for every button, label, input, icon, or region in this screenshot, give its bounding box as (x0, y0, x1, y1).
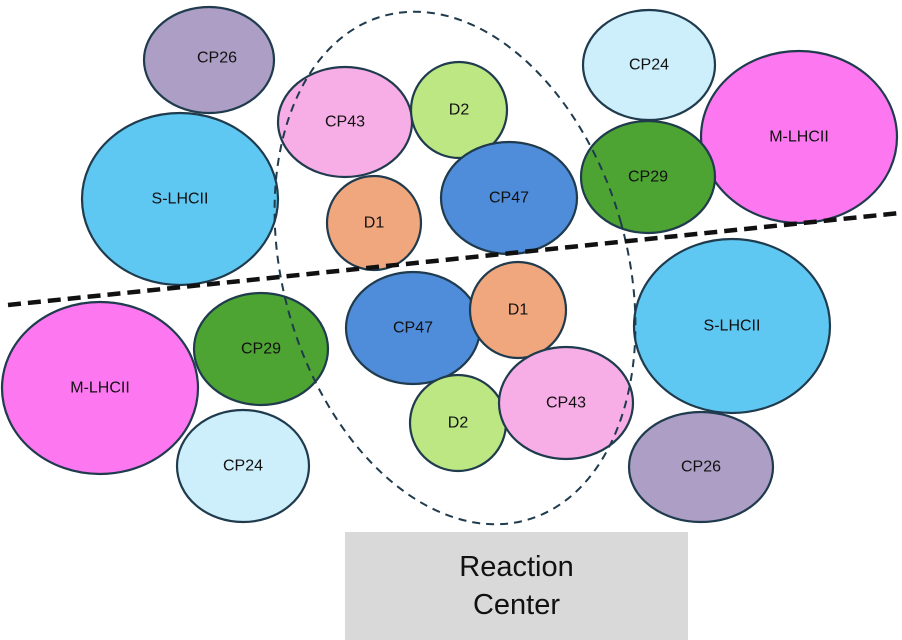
slhcii-top-shape (80, 111, 280, 287)
d2-top-shape (409, 60, 509, 160)
slhcii-top-label: S-LHCII (152, 191, 209, 208)
cp29-bottom-label: CP29 (241, 341, 281, 358)
dimer-axis-line (7, 210, 901, 308)
subunit-mlhcii-bottom: M-LHCII (0, 300, 200, 476)
mlhcii-top-shape (699, 49, 899, 225)
cp47-bottom-label: CP47 (393, 320, 433, 337)
slhcii-bottom-label: S-LHCII (704, 318, 761, 335)
cp43-bottom-shape (497, 345, 635, 461)
caption-line-2: Center (472, 589, 561, 621)
subunit-cp47-bottom: CP47 (344, 270, 482, 386)
cp24-top-label: CP24 (629, 57, 669, 74)
subunit-cp26-top: CP26 (142, 5, 276, 115)
subunit-cp43-top: CP43 (276, 65, 414, 179)
subunit-cp29-top: CP29 (579, 119, 717, 235)
cp26-bottom-shape (627, 410, 775, 524)
d1-bottom-shape (468, 260, 568, 360)
mlhcii-bottom-shape (0, 300, 200, 476)
subunit-d2-top: D2 (409, 60, 509, 160)
cp26-top-shape (142, 5, 276, 115)
cp47-top-label: CP47 (489, 190, 529, 207)
cp29-top-label: CP29 (628, 169, 668, 186)
cp43-top-label: CP43 (325, 114, 365, 131)
slhcii-bottom-shape (632, 237, 832, 415)
caption-line-1: Reaction (459, 551, 574, 583)
subunit-d1-top: D1 (325, 174, 423, 272)
cp26-top-label: CP26 (197, 50, 237, 67)
subunit-d1-bottom: D1 (468, 260, 568, 360)
mlhcii-top-label: M-LHCII (769, 129, 829, 146)
d2-top-label: D2 (449, 102, 470, 119)
cp43-bottom-label: CP43 (546, 395, 586, 412)
subunit-mlhcii-top: M-LHCII (699, 49, 899, 225)
subunit-cp43-bottom: CP43 (497, 345, 635, 461)
cp24-bottom-label: CP24 (223, 458, 263, 475)
subunit-cp29-bottom: CP29 (192, 291, 330, 407)
cp24-bottom-shape (175, 408, 311, 524)
cp29-bottom-shape (192, 291, 330, 407)
subunit-slhcii-top: S-LHCII (80, 111, 280, 287)
reaction-center-outline (273, 10, 637, 526)
cp26-bottom-label: CP26 (681, 459, 721, 476)
d1-bottom-label: D1 (508, 302, 529, 319)
subunit-cp24-top: CP24 (581, 8, 717, 122)
subunit-cp47-top: CP47 (439, 140, 579, 256)
d2-bottom-label: D2 (448, 415, 469, 432)
reaction-center-caption: Reaction Center (345, 532, 688, 640)
subunit-d2-bottom: D2 (408, 373, 508, 473)
d1-top-label: D1 (364, 215, 385, 232)
subunit-cp26-bottom: CP26 (627, 410, 775, 524)
mlhcii-bottom-label: M-LHCII (70, 380, 130, 397)
subunit-slhcii-bottom: S-LHCII (632, 237, 832, 415)
d1-top-shape (325, 174, 423, 272)
subunit-cp24-bottom: CP24 (175, 408, 311, 524)
